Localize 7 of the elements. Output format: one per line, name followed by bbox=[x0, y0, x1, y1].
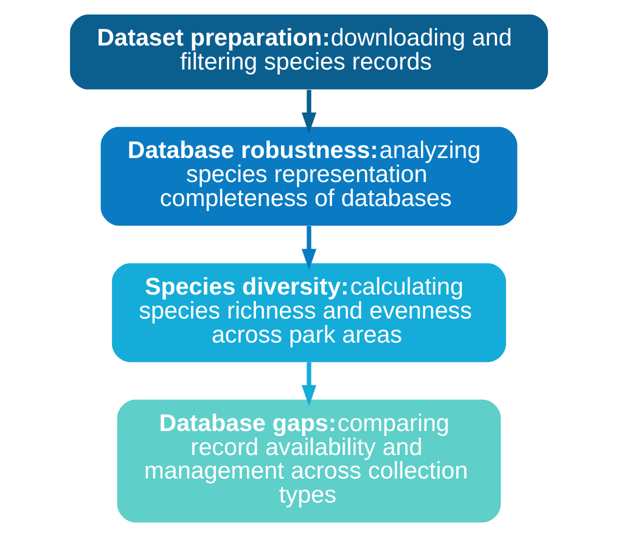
arrow bbox=[302, 362, 316, 406]
node-box: Database robustness:analyzing species representation completeness of databases bbox=[100, 126, 518, 226]
node-box: Dataset preparation:downloading and filtering species records bbox=[70, 14, 548, 90]
node-box: Species diversity:calculating species richness and evenness across park areas bbox=[112, 263, 506, 362]
arrow bbox=[302, 90, 316, 134]
arrow bbox=[302, 226, 316, 270]
node-box: Database gaps:comparing record availability and management across collection types bbox=[117, 400, 501, 522]
